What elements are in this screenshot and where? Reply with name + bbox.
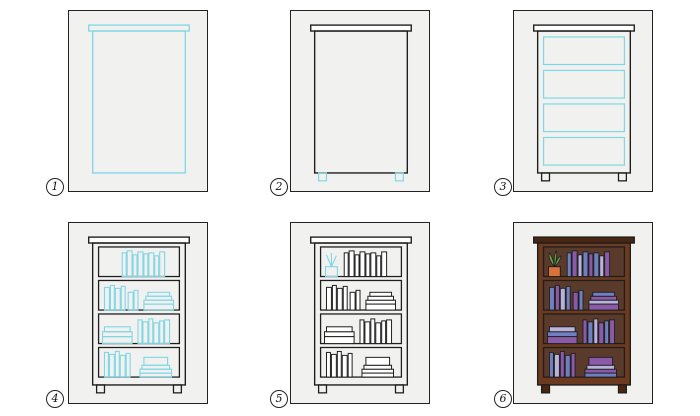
- step-2-panel: [290, 10, 430, 192]
- step-5-panel: [290, 222, 430, 404]
- step-2-drawing: [310, 24, 412, 182]
- step-4-drawing: [88, 236, 190, 394]
- step-3-drawing: [533, 24, 635, 182]
- step-6-drawing: [533, 236, 635, 394]
- step-5-drawing: [310, 236, 412, 394]
- step-6-panel: [513, 222, 653, 404]
- step-3-badge: 3: [494, 178, 512, 196]
- step-4-badge: 4: [46, 390, 64, 408]
- step-1-panel: [68, 10, 208, 192]
- step-1-badge: 1: [46, 178, 64, 196]
- step-4-panel: [68, 222, 208, 404]
- step-2-badge: 2: [270, 178, 288, 196]
- step-5-badge: 5: [270, 390, 288, 408]
- step-6-badge: 6: [494, 390, 512, 408]
- step-1-drawing: [88, 24, 190, 174]
- step-3-panel: [513, 10, 653, 192]
